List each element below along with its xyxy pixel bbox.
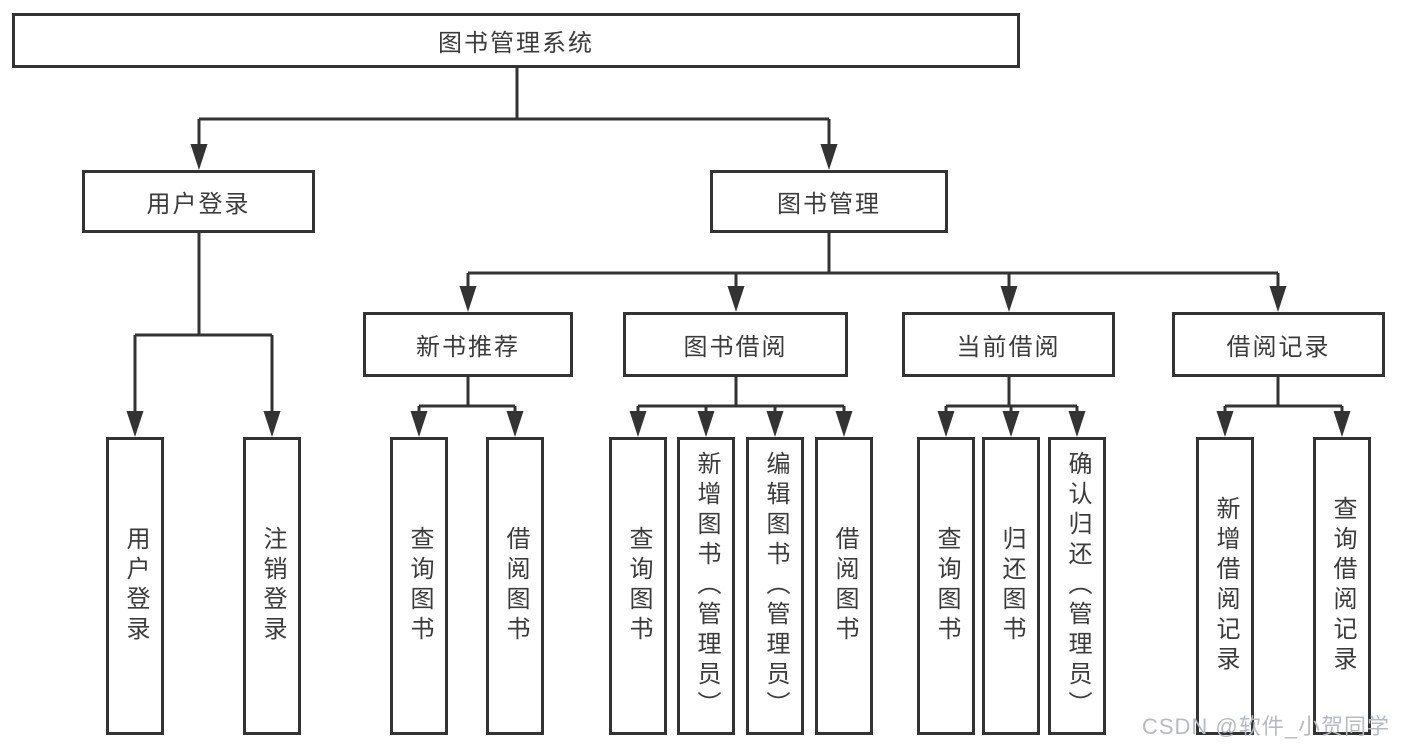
leaf-edit-books-admin: 编辑图书（管理员） [746, 437, 804, 735]
node-current-borrowing: 当前借阅 [902, 312, 1115, 377]
arrowhead-icon [506, 411, 524, 437]
node-book-borrowing: 图书借阅 [623, 312, 848, 377]
arrowhead-icon [766, 411, 784, 437]
arrowhead-icon [1068, 411, 1086, 437]
leaf-logout: 注销登录 [243, 437, 301, 735]
leaf-borrow-books: 借阅图书 [486, 437, 544, 735]
leaf-confirm-return-admin: 确认归还（管理员） [1048, 437, 1106, 735]
leaf-borrow-books: 借阅图书 [815, 437, 873, 735]
arrowhead-icon [459, 286, 477, 312]
arrowhead-icon [126, 411, 144, 437]
arrowhead-icon [190, 144, 208, 170]
arrowhead-icon [820, 144, 838, 170]
arrowhead-icon [1000, 286, 1018, 312]
node-new-book-recommendation: 新书推荐 [363, 312, 573, 377]
watermark: CSDN @软件_小贺同学 [1141, 714, 1390, 739]
node-book-management: 图书管理 [710, 170, 948, 233]
leaf-add-books-admin: 新增图书（管理员） [677, 437, 735, 735]
leaf-query-books: 查询图书 [917, 437, 975, 735]
arrowhead-icon [1333, 411, 1351, 437]
leaf-query-borrow-record: 查询借阅记录 [1313, 437, 1371, 735]
arrowhead-icon [1002, 411, 1020, 437]
leaf-query-books: 查询图书 [390, 437, 448, 735]
node-library-system: 图书管理系统 [12, 13, 1020, 68]
node-borrowing-records: 借阅记录 [1172, 312, 1385, 377]
arrowhead-icon [629, 411, 647, 437]
leaf-return-books: 归还图书 [982, 437, 1040, 735]
arrowhead-icon [937, 411, 955, 437]
leaf-add-borrow-record: 新增借阅记录 [1196, 437, 1254, 735]
arrowhead-icon [835, 411, 853, 437]
arrowhead-icon [697, 411, 715, 437]
leaf-query-books: 查询图书 [609, 437, 667, 735]
node-user-login: 用户登录 [82, 170, 315, 233]
leaf-user-login: 用户登录 [106, 437, 164, 735]
arrowhead-icon [1216, 411, 1234, 437]
arrowhead-icon [1269, 286, 1287, 312]
arrowhead-icon [263, 411, 281, 437]
arrowhead-icon [410, 411, 428, 437]
arrowhead-icon [727, 286, 745, 312]
